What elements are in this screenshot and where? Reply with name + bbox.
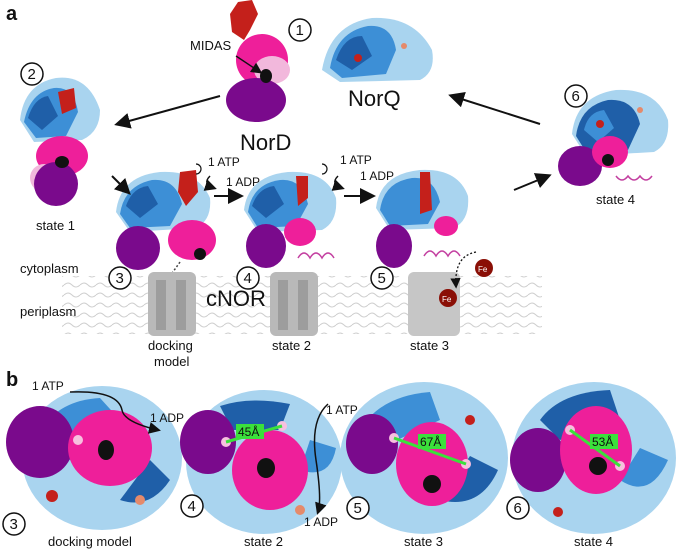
b-state3-structure <box>340 382 508 534</box>
b-state2-structure <box>180 390 342 534</box>
arrow-6-to-norq <box>448 92 541 125</box>
b-step-number-4: 4 <box>188 498 196 515</box>
atp-label-2: 1 ATP <box>340 153 372 167</box>
periplasm-label: periplasm <box>20 304 76 319</box>
state2-structure <box>244 171 337 336</box>
step-number-1: 1 <box>296 22 304 39</box>
step-circle-4 <box>236 266 260 290</box>
b-step-number-3: 3 <box>10 516 18 533</box>
state3-label: state 3 <box>410 338 449 353</box>
arrow-2-to-3 <box>111 175 131 195</box>
b-step-circle-5 <box>346 496 370 520</box>
docking-label-line1: docking <box>148 338 193 353</box>
b-adp-label-1: 1 ADP <box>150 411 184 425</box>
fe-free <box>475 259 493 277</box>
step-circle-6 <box>564 84 588 108</box>
b-distance-box-2 <box>418 434 446 449</box>
b-distance-box-1 <box>236 424 264 439</box>
b-step-circle-6 <box>506 496 530 520</box>
b-label-state3: state 3 <box>404 534 443 549</box>
b-docking-structure <box>6 386 182 530</box>
b-step-circle-4 <box>180 494 204 518</box>
midas-pointer <box>235 55 263 74</box>
step-circle-5 <box>370 266 394 290</box>
state2-label: state 2 <box>272 338 311 353</box>
b-label-docking: docking model <box>48 534 132 549</box>
b-label-state4: state 4 <box>574 534 613 549</box>
b-step-number-6: 6 <box>514 500 522 517</box>
panel-b-label: b <box>6 369 18 391</box>
adp-label-2: 1 ADP <box>360 169 394 183</box>
arrow-1-to-2 <box>114 95 221 129</box>
panel-a-label: a <box>6 3 18 25</box>
rotation-icon-1 <box>195 163 202 175</box>
adp-label-1: 1 ADP <box>226 175 260 189</box>
b-distance-box-3 <box>590 434 618 449</box>
b-state4-structure <box>510 382 676 534</box>
norq-label: NorQ <box>348 86 401 111</box>
state1-label: state 1 <box>36 218 75 233</box>
step-markers-a: 1 2 3 4 5 6 <box>20 18 588 290</box>
b-distance-1: 45Å <box>238 424 259 439</box>
b-adp-label-2: 1 ADP <box>304 515 338 529</box>
state3-structure <box>376 169 493 336</box>
nord-label: NorD <box>240 130 291 155</box>
nord-structure <box>226 0 290 122</box>
norq-structure <box>322 17 433 83</box>
nucleotide-exchange-a: 1 ATP 1 ADP 1 ATP 1 ADP <box>195 153 394 191</box>
step-number-5: 5 <box>378 270 386 287</box>
fe-in-cnor <box>439 289 457 307</box>
b-atp-label-1: 1 ATP <box>32 379 64 393</box>
step-markers-b: 3 4 5 6 <box>2 494 530 536</box>
step-number-2: 2 <box>28 66 36 83</box>
rotation-icon-2 <box>321 163 328 175</box>
step-number-6: 6 <box>572 88 580 105</box>
state4-structure <box>558 89 669 186</box>
step-number-3: 3 <box>116 270 124 287</box>
b-label-state2: state 2 <box>244 534 283 549</box>
midas-site <box>260 69 272 83</box>
process-arrows-a <box>111 92 552 204</box>
step-circle-2 <box>20 62 44 86</box>
b-atp-label-2: 1 ATP <box>326 403 358 417</box>
step-circle-3 <box>108 266 132 290</box>
step-number-4: 4 <box>244 270 252 287</box>
docking-label-line2: model <box>154 354 190 369</box>
b-distance-3: 53Å <box>592 434 613 449</box>
atp-label-1: 1 ATP <box>208 155 240 169</box>
docking-structure <box>116 170 216 336</box>
midas-label: MIDAS <box>190 38 232 53</box>
b-distance-2: 67Å <box>420 434 441 449</box>
b-step-circle-3 <box>2 512 26 536</box>
b-distance-line-2 <box>393 436 467 466</box>
fe-label-bound: Fe <box>442 295 452 304</box>
cytoplasm-label: cytoplasm <box>20 261 79 276</box>
arrow-5-to-6 <box>513 173 552 191</box>
state1-structure <box>20 77 100 206</box>
step-circle-1 <box>288 18 312 42</box>
b-step-number-5: 5 <box>354 500 362 517</box>
fe-label-free: Fe <box>478 265 488 274</box>
state4-label: state 4 <box>596 192 635 207</box>
cnor-label: cNOR <box>206 286 266 311</box>
